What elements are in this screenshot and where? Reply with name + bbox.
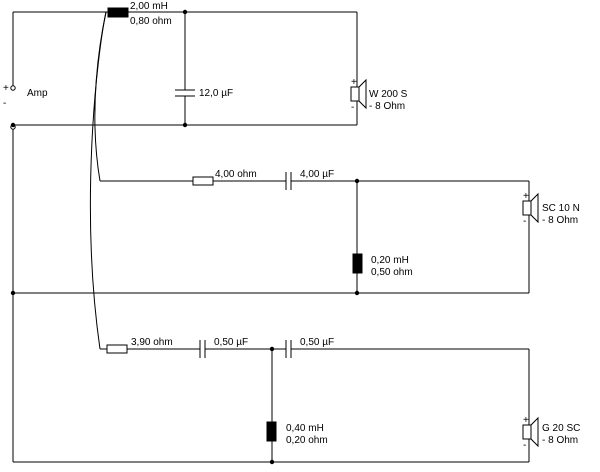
tweeter-speaker-impedance: - 8 Ohm [542, 435, 578, 446]
feed-wires [89, 11, 107, 350]
midrange-branch: 4,00 ohm 4,00 µF 0,20 mH 0,50 ohm + - SC… [10, 169, 580, 296]
tweeter-capacitor2-value: 0,50 µF [300, 337, 334, 348]
tweeter-speaker-name: G 20 SC [542, 423, 580, 434]
woofer-speaker-name: W 200 S [369, 89, 408, 100]
midrange-inductor-value: 0,20 mH [371, 255, 409, 266]
tweeter-shunt-inductor [266, 421, 277, 442]
amp-minus-junction-2 [10, 290, 16, 296]
tweeter-speaker-cone [530, 416, 539, 448]
amp-terminals: + - Amp [3, 12, 48, 462]
midrange-resistor-value: 4,00 ohm [215, 169, 257, 180]
amp-minus-junction-1 [10, 122, 16, 128]
woofer-speaker-impedance: - 8 Ohm [369, 101, 405, 112]
midrange-speaker-cone [530, 192, 539, 224]
woofer-speaker-minus: - [351, 102, 354, 113]
midrange-speaker-name: SC 10 N [542, 203, 580, 214]
woofer-capacitor-value: 12,0 µF [199, 88, 233, 99]
tweeter-series-resistor [106, 344, 128, 354]
midrange-capacitor-value: 4,00 µF [300, 169, 334, 180]
midrange-series-resistor [192, 176, 214, 186]
woofer-branch: 2,00 mH 0,80 ohm 12,0 µF + - W 200 S - 8… [10, 1, 408, 128]
midrange-speaker-minus: - [523, 216, 526, 227]
midrange-inductor-resistance: 0,50 ohm [371, 267, 413, 278]
amp-plus-sign: + [3, 83, 9, 94]
midrange-speaker-magnet [522, 200, 532, 216]
tweeter-feed-curve [89, 11, 107, 350]
tweeter-inductor-value: 0,40 mH [286, 423, 324, 434]
amp-minus-sign: - [3, 98, 6, 109]
tweeter-branch: 3,90 ohm 0,50 µF 0,50 µF 0,40 mH 0,20 oh… [13, 337, 580, 465]
woofer-speaker-magnet [350, 86, 360, 102]
midrange-speaker-impedance: - 8 Ohm [542, 215, 578, 226]
woofer-inductor-value: 2,00 mH [130, 1, 168, 12]
woofer-series-inductor [107, 7, 129, 18]
amp-label: Amp [27, 88, 48, 99]
woofer-speaker-cone [358, 78, 367, 110]
woofer-speaker-plus: + [351, 77, 357, 88]
amp-plus-terminal [10, 85, 16, 91]
tweeter-speaker-plus: + [523, 415, 529, 426]
tweeter-resistor-value: 3,90 ohm [131, 337, 173, 348]
midrange-feed-curve [94, 11, 107, 182]
tweeter-speaker-minus: - [523, 440, 526, 451]
woofer-inductor-resistance: 0,80 ohm [130, 16, 172, 27]
midrange-speaker-plus: + [523, 191, 529, 202]
tweeter-speaker-magnet [522, 424, 532, 440]
tweeter-capacitor1-value: 0,50 µF [214, 337, 248, 348]
midrange-shunt-inductor [352, 253, 363, 274]
tweeter-inductor-resistance: 0,20 ohm [286, 435, 328, 446]
